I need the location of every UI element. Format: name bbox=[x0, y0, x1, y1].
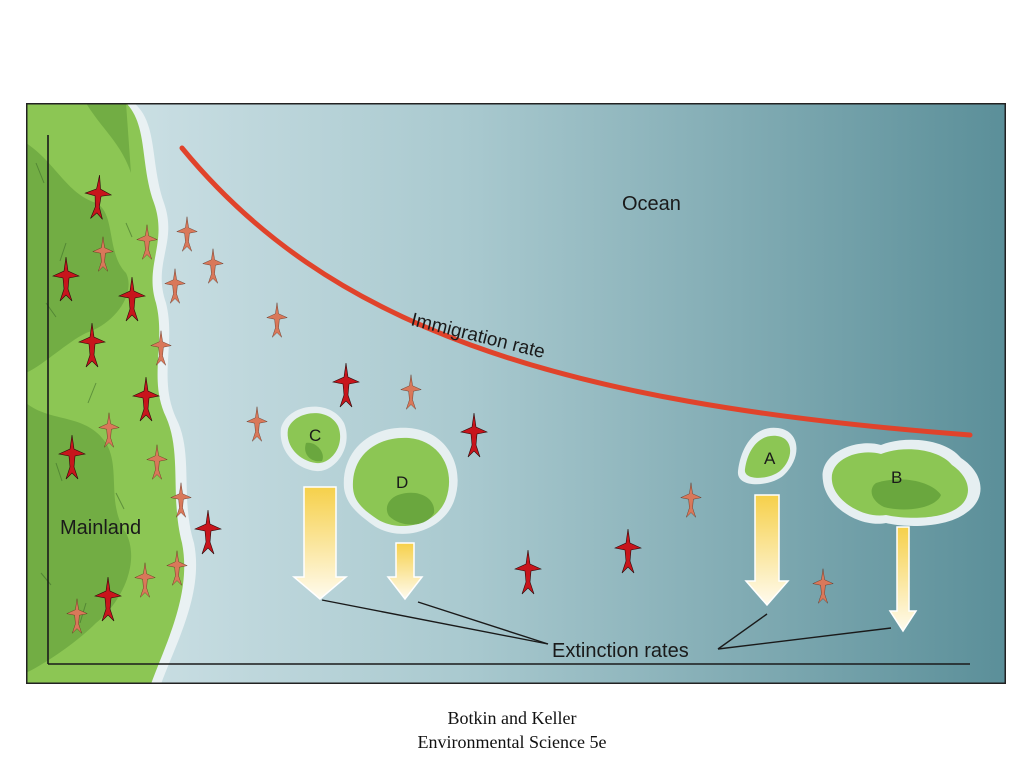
island-b bbox=[822, 439, 981, 526]
figure-border bbox=[26, 103, 1006, 684]
island-a bbox=[737, 427, 797, 485]
extinction-arrow-a bbox=[744, 494, 790, 607]
island-d-label: D bbox=[396, 473, 408, 492]
mainland-label: Mainland bbox=[60, 517, 141, 539]
caption-authors: Botkin and Keller bbox=[447, 708, 577, 728]
island-a-label: A bbox=[764, 449, 776, 468]
extinction-leader-lines bbox=[321, 599, 892, 650]
caption: Botkin and Keller Environmental Science … bbox=[0, 706, 1024, 754]
extinction-arrow-c bbox=[291, 486, 349, 600]
caption-book-title: Environmental Science 5e bbox=[417, 732, 607, 752]
extinction-rates-label: Extinction rates bbox=[552, 640, 689, 662]
island-c bbox=[280, 406, 347, 472]
island-b-label: B bbox=[891, 468, 902, 487]
extinction-arrow-b bbox=[888, 526, 918, 633]
mainland-landmass bbox=[26, 103, 197, 684]
immigration-rate-curve bbox=[179, 145, 973, 438]
island-biogeography-figure: Ocean Mainland Immigration rate Extincti… bbox=[26, 103, 1006, 684]
island-d bbox=[343, 427, 458, 534]
extinction-arrow-d bbox=[386, 542, 424, 601]
island-c-label: C bbox=[309, 426, 321, 445]
ocean-label: Ocean bbox=[622, 193, 681, 215]
